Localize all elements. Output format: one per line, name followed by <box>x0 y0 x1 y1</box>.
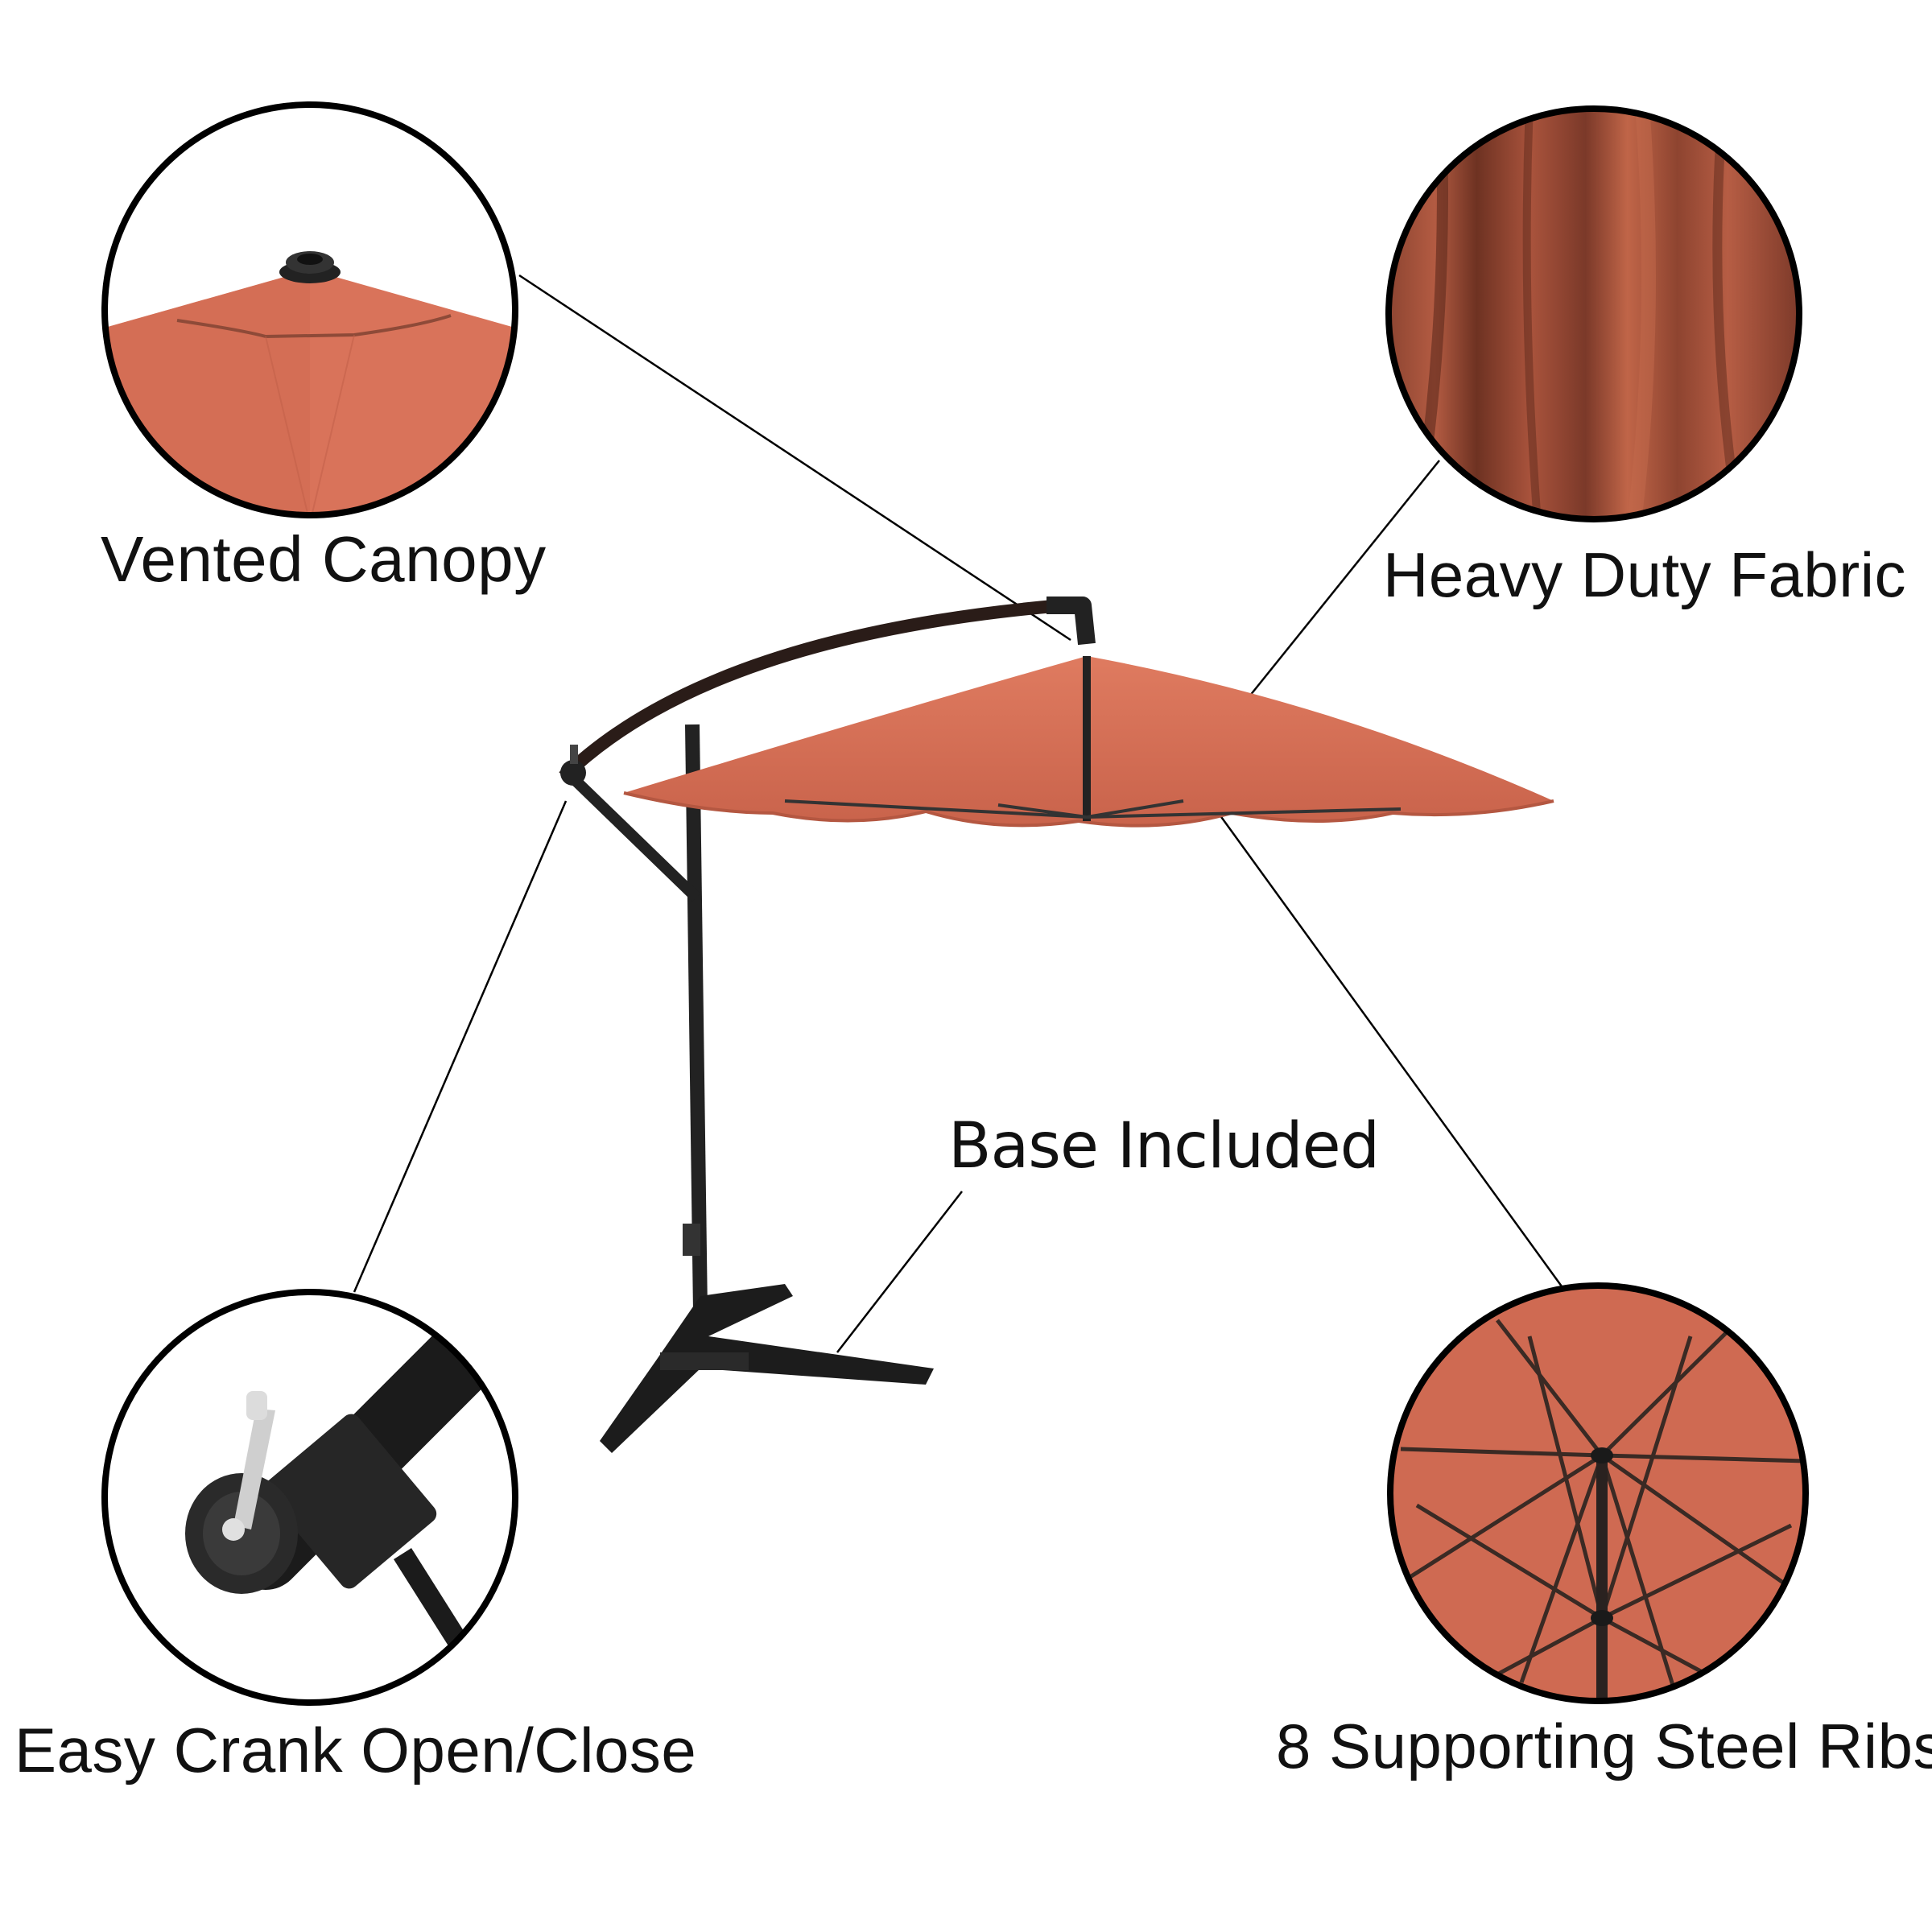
label-vented-canopy: Vented Canopy <box>101 523 547 595</box>
line-easy-crank <box>353 800 568 1293</box>
line-heavy-duty-fabric <box>1239 460 1440 709</box>
line-vented-canopy <box>518 274 1071 642</box>
label-easy-crank: Easy Crank Open/Close <box>14 1715 697 1785</box>
steel-ribs-detail <box>1387 1282 1809 1704</box>
vented-canopy-detail <box>101 101 518 518</box>
label-steel-ribs: 8 Supporting Steel Ribs <box>1276 1711 1932 1781</box>
heavy-duty-fabric-detail <box>1385 105 1802 522</box>
cantilever-umbrella-illustration <box>559 597 1554 1453</box>
line-base-included <box>836 1191 963 1353</box>
line-steel-ribs <box>1218 814 1563 1287</box>
easy-crank-detail <box>101 1289 518 1706</box>
steel-ribs-icon <box>1400 1319 1806 1691</box>
callout-connector-lines <box>353 274 1563 1353</box>
label-heavy-duty-fabric: Heavy Duty Fabric <box>1383 539 1907 610</box>
crank-handle-icon <box>185 1391 298 1594</box>
label-base-included: Base Included <box>948 1110 1380 1183</box>
vent-cap-icon <box>279 251 341 283</box>
